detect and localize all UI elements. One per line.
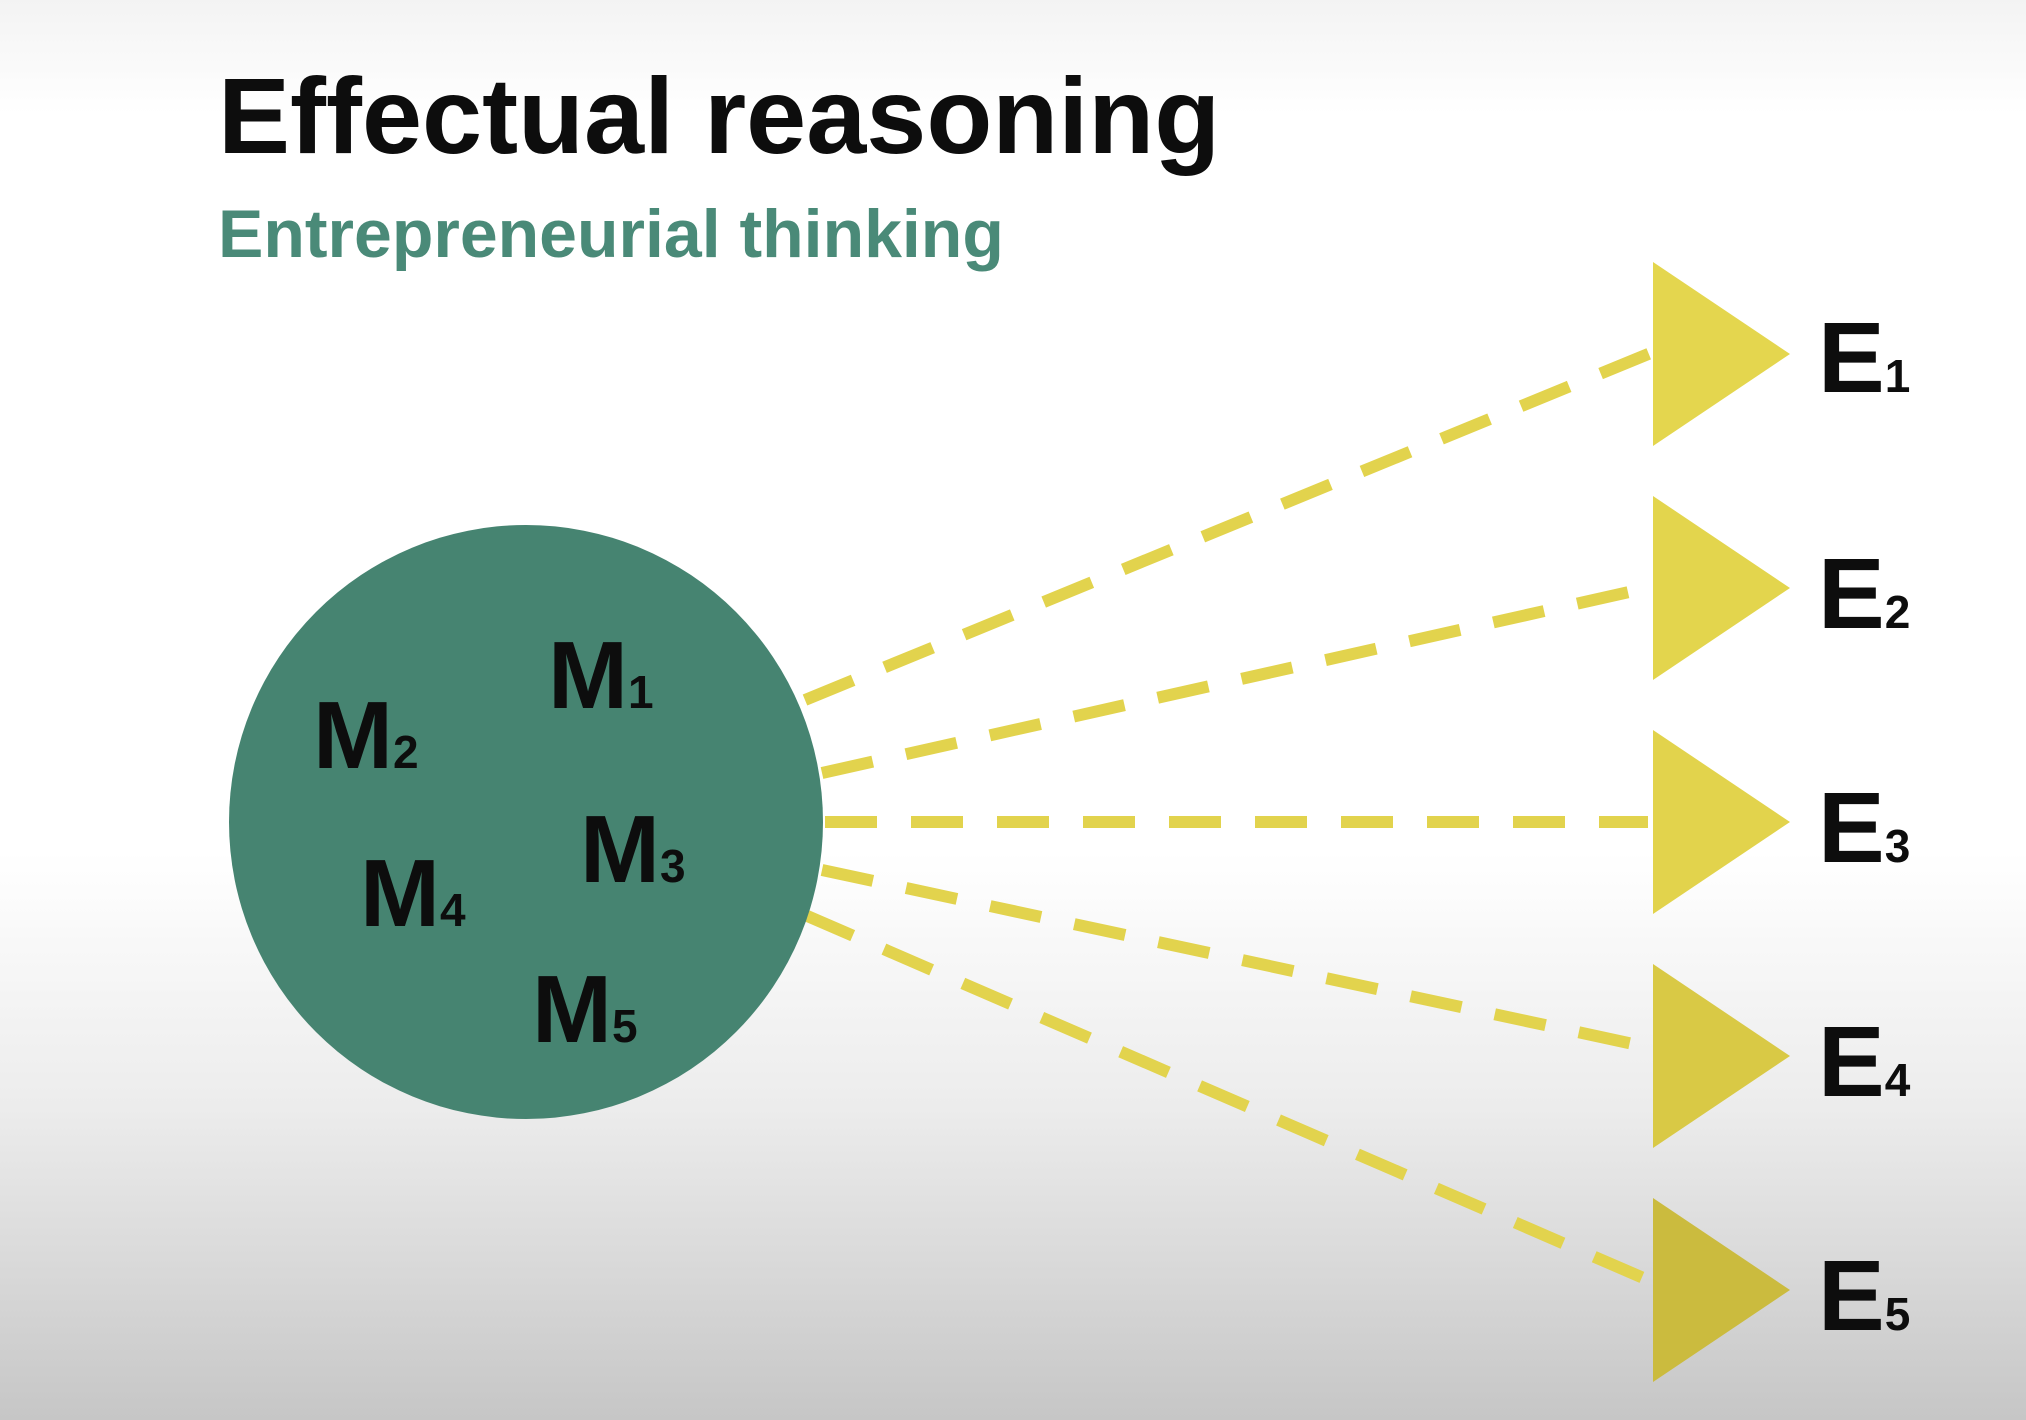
effect-label-4: E4 <box>1818 1006 1911 1118</box>
effect-arrowheads <box>1653 262 1790 1382</box>
means-label-5: M5 <box>532 956 638 1063</box>
connector-line-e1 <box>802 344 1661 706</box>
means-label-1: M1 <box>548 622 654 729</box>
effect-label-2: E2 <box>1818 538 1910 650</box>
connector-line-e2 <box>820 584 1640 779</box>
arrowhead-e3-icon <box>1653 730 1790 914</box>
effect-label-3: E3 <box>1818 772 1910 884</box>
effect-label-5: E5 <box>1818 1240 1910 1352</box>
connector-line-e4 <box>820 864 1640 1051</box>
arrowhead-e4-icon <box>1653 964 1790 1148</box>
means-label-3: M3 <box>580 796 686 903</box>
arrowhead-e1-icon <box>1653 262 1790 446</box>
effect-label-1: E1 <box>1818 302 1910 414</box>
means-label-4: M4 <box>360 840 466 947</box>
slide-title: Effectual reasoning <box>218 55 1221 176</box>
connector-lines <box>802 344 1661 1286</box>
slide-subtitle: Entrepreneurial thinking <box>218 196 1004 272</box>
means-label-2: M2 <box>313 682 419 789</box>
means-circle <box>229 525 823 1119</box>
arrowhead-e5-icon <box>1653 1198 1790 1382</box>
arrowhead-e2-icon <box>1653 496 1790 680</box>
connector-line-e5 <box>802 909 1651 1286</box>
